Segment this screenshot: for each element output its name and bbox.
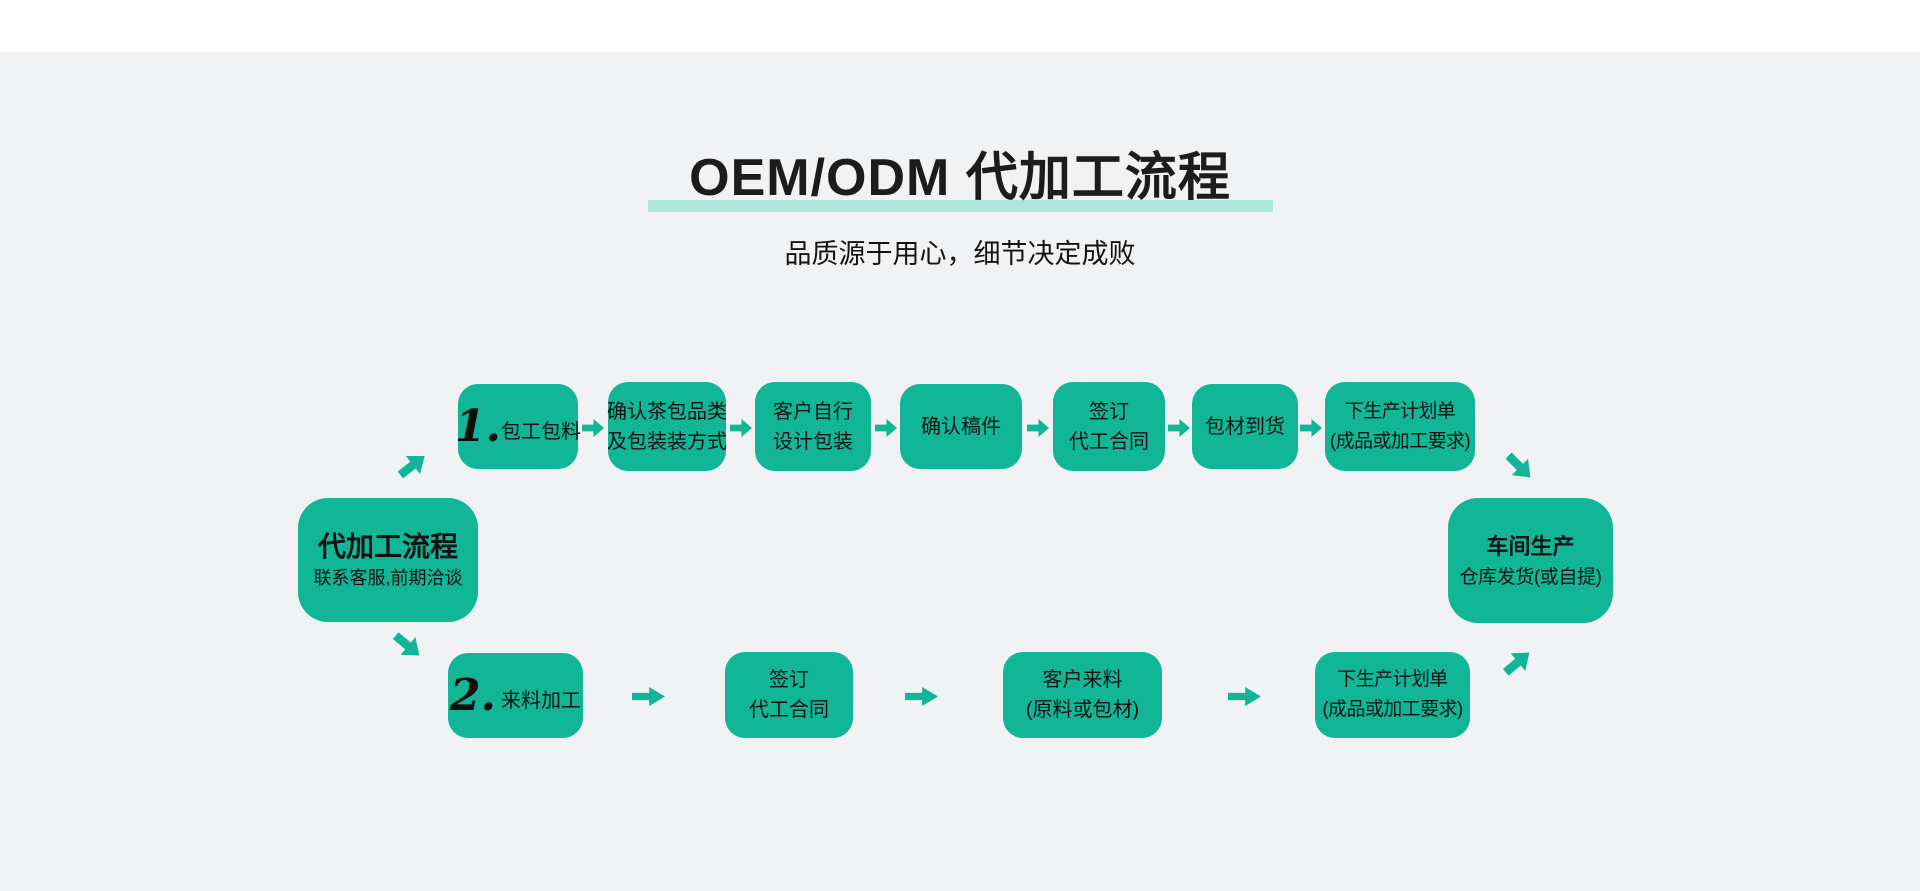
arrow-down-right-icon [1500, 447, 1538, 485]
step-line: 签订 [1089, 400, 1129, 423]
arrow-right-icon [1027, 419, 1049, 437]
node-confirm-draft: 确认稿件 [900, 384, 1022, 469]
branch2-label: 来料加工 [500, 689, 581, 712]
arrow-right-icon [1168, 419, 1190, 437]
branch1-label: 包工包料 [500, 420, 581, 443]
step-line: 客户来料 [1042, 669, 1123, 691]
step-line: 确认茶包品类 [607, 400, 727, 423]
arrow-right-icon [582, 419, 604, 437]
arrow-right-icon [905, 687, 938, 706]
top-bar [0, 0, 1920, 52]
arrow-right-icon [730, 419, 752, 437]
branch2-number: 2. [450, 669, 496, 721]
node-branch1-start: 1. 包工包料 [455, 384, 581, 469]
arrow-right-icon [1300, 419, 1322, 437]
step-line: 及包装装方式 [607, 430, 727, 453]
arrow-down-right-icon [388, 627, 427, 665]
node-production-delivery: 车间生产 仓库发货(或自提) [1448, 498, 1613, 623]
step-line: 确认稿件 [921, 415, 1001, 438]
arrow-right-icon [632, 687, 665, 706]
page-title: OEM/ODM 代加工流程 [689, 149, 1231, 207]
node-production-order-branch1: 下生产计划单 (成品或加工要求) [1325, 382, 1475, 471]
arrow-up-right-icon [1498, 644, 1537, 682]
step-line: 下生产计划单 [1344, 400, 1456, 422]
step-line: 设计包装 [773, 430, 853, 453]
arrow-right-icon [875, 419, 897, 437]
start-node-subtitle: 联系客服,前期洽谈 [313, 568, 463, 588]
end-node-line2: 仓库发货(或自提) [1459, 566, 1602, 588]
end-node-line1: 车间生产 [1486, 533, 1575, 559]
branch1-number: 1. [455, 400, 501, 452]
arrow-up-right-icon [393, 447, 432, 484]
step-line: (成品或加工要求) [1329, 430, 1471, 452]
arrow-right-icon [1228, 687, 1261, 706]
node-process-start: 代加工流程 联系客服,前期洽谈 [298, 498, 478, 622]
start-node-title: 代加工流程 [317, 531, 458, 562]
node-sign-contract-branch2: 签订 代工合同 [725, 652, 853, 738]
step-line: 签订 [769, 669, 809, 691]
step-line: 包材到货 [1205, 415, 1285, 438]
node-confirm-teabag-type: 确认茶包品类 及包装装方式 [607, 382, 727, 471]
step-line: (成品或加工要求) [1322, 699, 1463, 720]
page-subtitle: 品质源于用心，细节决定成败 [784, 239, 1136, 269]
step-line: 代工合同 [749, 699, 829, 721]
step-line: 客户自行 [773, 400, 853, 423]
step-line: (原料或包材) [1025, 699, 1140, 721]
node-client-materials: 客户来料 (原料或包材) [1003, 652, 1162, 738]
node-production-order-branch2: 下生产计划单 (成品或加工要求) [1315, 652, 1470, 738]
step-line: 代工合同 [1069, 430, 1149, 453]
node-client-design: 客户自行 设计包装 [755, 382, 871, 471]
node-branch2-start: 2. 来料加工 [448, 653, 583, 738]
node-sign-contract-branch1: 签订 代工合同 [1053, 382, 1165, 471]
title-underline-bar [648, 200, 1273, 212]
step-line: 下生产计划单 [1337, 669, 1448, 690]
node-materials-arrival: 包材到货 [1192, 384, 1298, 469]
